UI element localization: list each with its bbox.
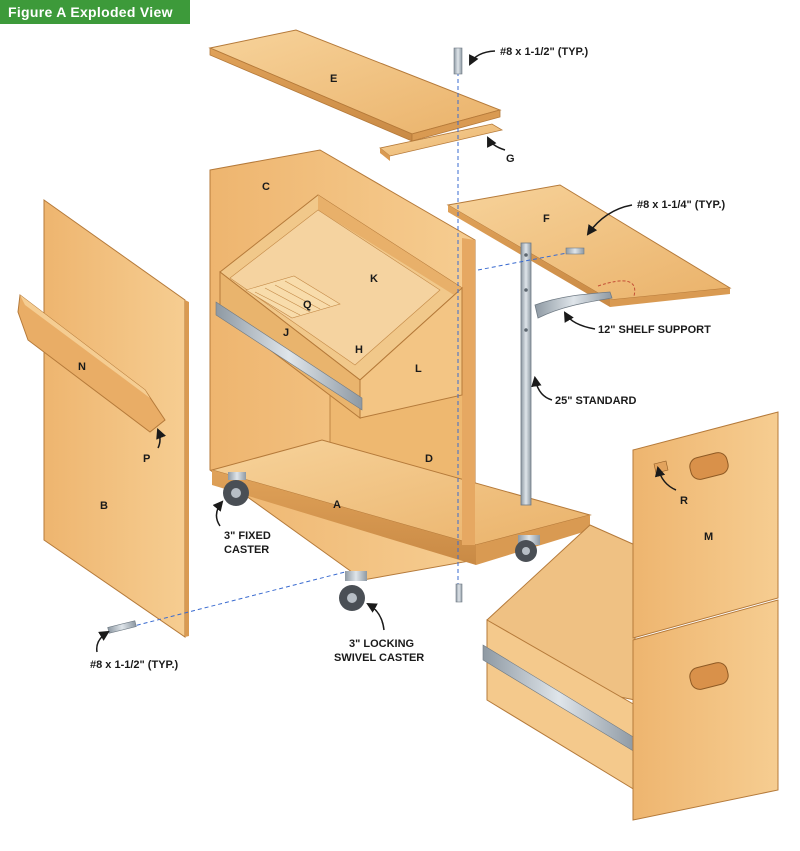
arrow-locking-caster <box>366 602 385 631</box>
arrow-screw-top <box>469 50 496 66</box>
part-label-l: L <box>415 363 422 375</box>
part-label-m: M <box>704 531 713 543</box>
part-label-n: N <box>78 361 86 373</box>
callout-screw-top: #8 x 1-1/2" (TYP.) <box>500 46 589 58</box>
part-top-e <box>208 29 502 142</box>
part-label-g: G <box>506 153 515 165</box>
callout-fixed-caster-line2: CASTER <box>224 544 269 556</box>
screw-bottom-center <box>455 583 463 603</box>
part-label-j: J <box>283 327 289 339</box>
arrow-screw-shelf <box>586 204 633 236</box>
callout-locking-caster-line2: SWIVEL CASTER <box>334 652 424 664</box>
part-label-b: B <box>100 500 108 512</box>
part-label-r: R <box>680 495 688 507</box>
lower-drawer <box>482 411 779 821</box>
shelf-support-bracket <box>534 280 636 319</box>
arrow-standard <box>531 375 553 401</box>
part-rail-n <box>17 294 166 433</box>
callout-standard: 25" STANDARD <box>555 395 636 407</box>
screw-bottom <box>107 571 346 634</box>
part-label-c: C <box>262 181 270 193</box>
arrow-shelf-support <box>563 311 596 330</box>
part-label-e: E <box>330 73 337 85</box>
figure-title: Figure A Exploded View <box>0 0 190 24</box>
part-label-d: D <box>425 453 433 465</box>
arrow-g <box>487 136 506 151</box>
callout-fixed-caster-line1: 3" FIXED <box>224 530 271 542</box>
part-label-a: A <box>333 499 341 511</box>
part-label-f: F <box>543 213 550 225</box>
callout-locking-caster-line1: 3" LOCKING <box>349 638 414 650</box>
arrow-p <box>156 428 166 449</box>
part-label-h: H <box>355 344 363 356</box>
caster-fixed <box>223 472 249 506</box>
arrow-fixed-caster <box>212 500 224 527</box>
caster-rear <box>515 535 540 562</box>
standard-rail <box>520 242 532 506</box>
part-label-q: Q <box>303 299 312 311</box>
screw-top <box>453 47 463 600</box>
caster-locking <box>339 571 367 611</box>
callout-screw-shelf: #8 x 1-1/4" (TYP.) <box>637 199 726 211</box>
part-label-k: K <box>370 273 378 285</box>
arrow-screw-bottom <box>95 630 110 653</box>
callout-screw-bottom: #8 x 1-1/2" (TYP.) <box>90 659 179 671</box>
part-label-p: P <box>143 453 150 465</box>
carcass-front-edge <box>462 238 475 545</box>
screw-shelf <box>477 247 585 271</box>
callout-shelf-support: 12" SHELF SUPPORT <box>598 324 711 336</box>
part-cleat-g <box>379 123 504 161</box>
part-side-panel-b <box>43 199 189 638</box>
upper-drawer <box>215 194 463 420</box>
arrow-r <box>654 465 677 491</box>
